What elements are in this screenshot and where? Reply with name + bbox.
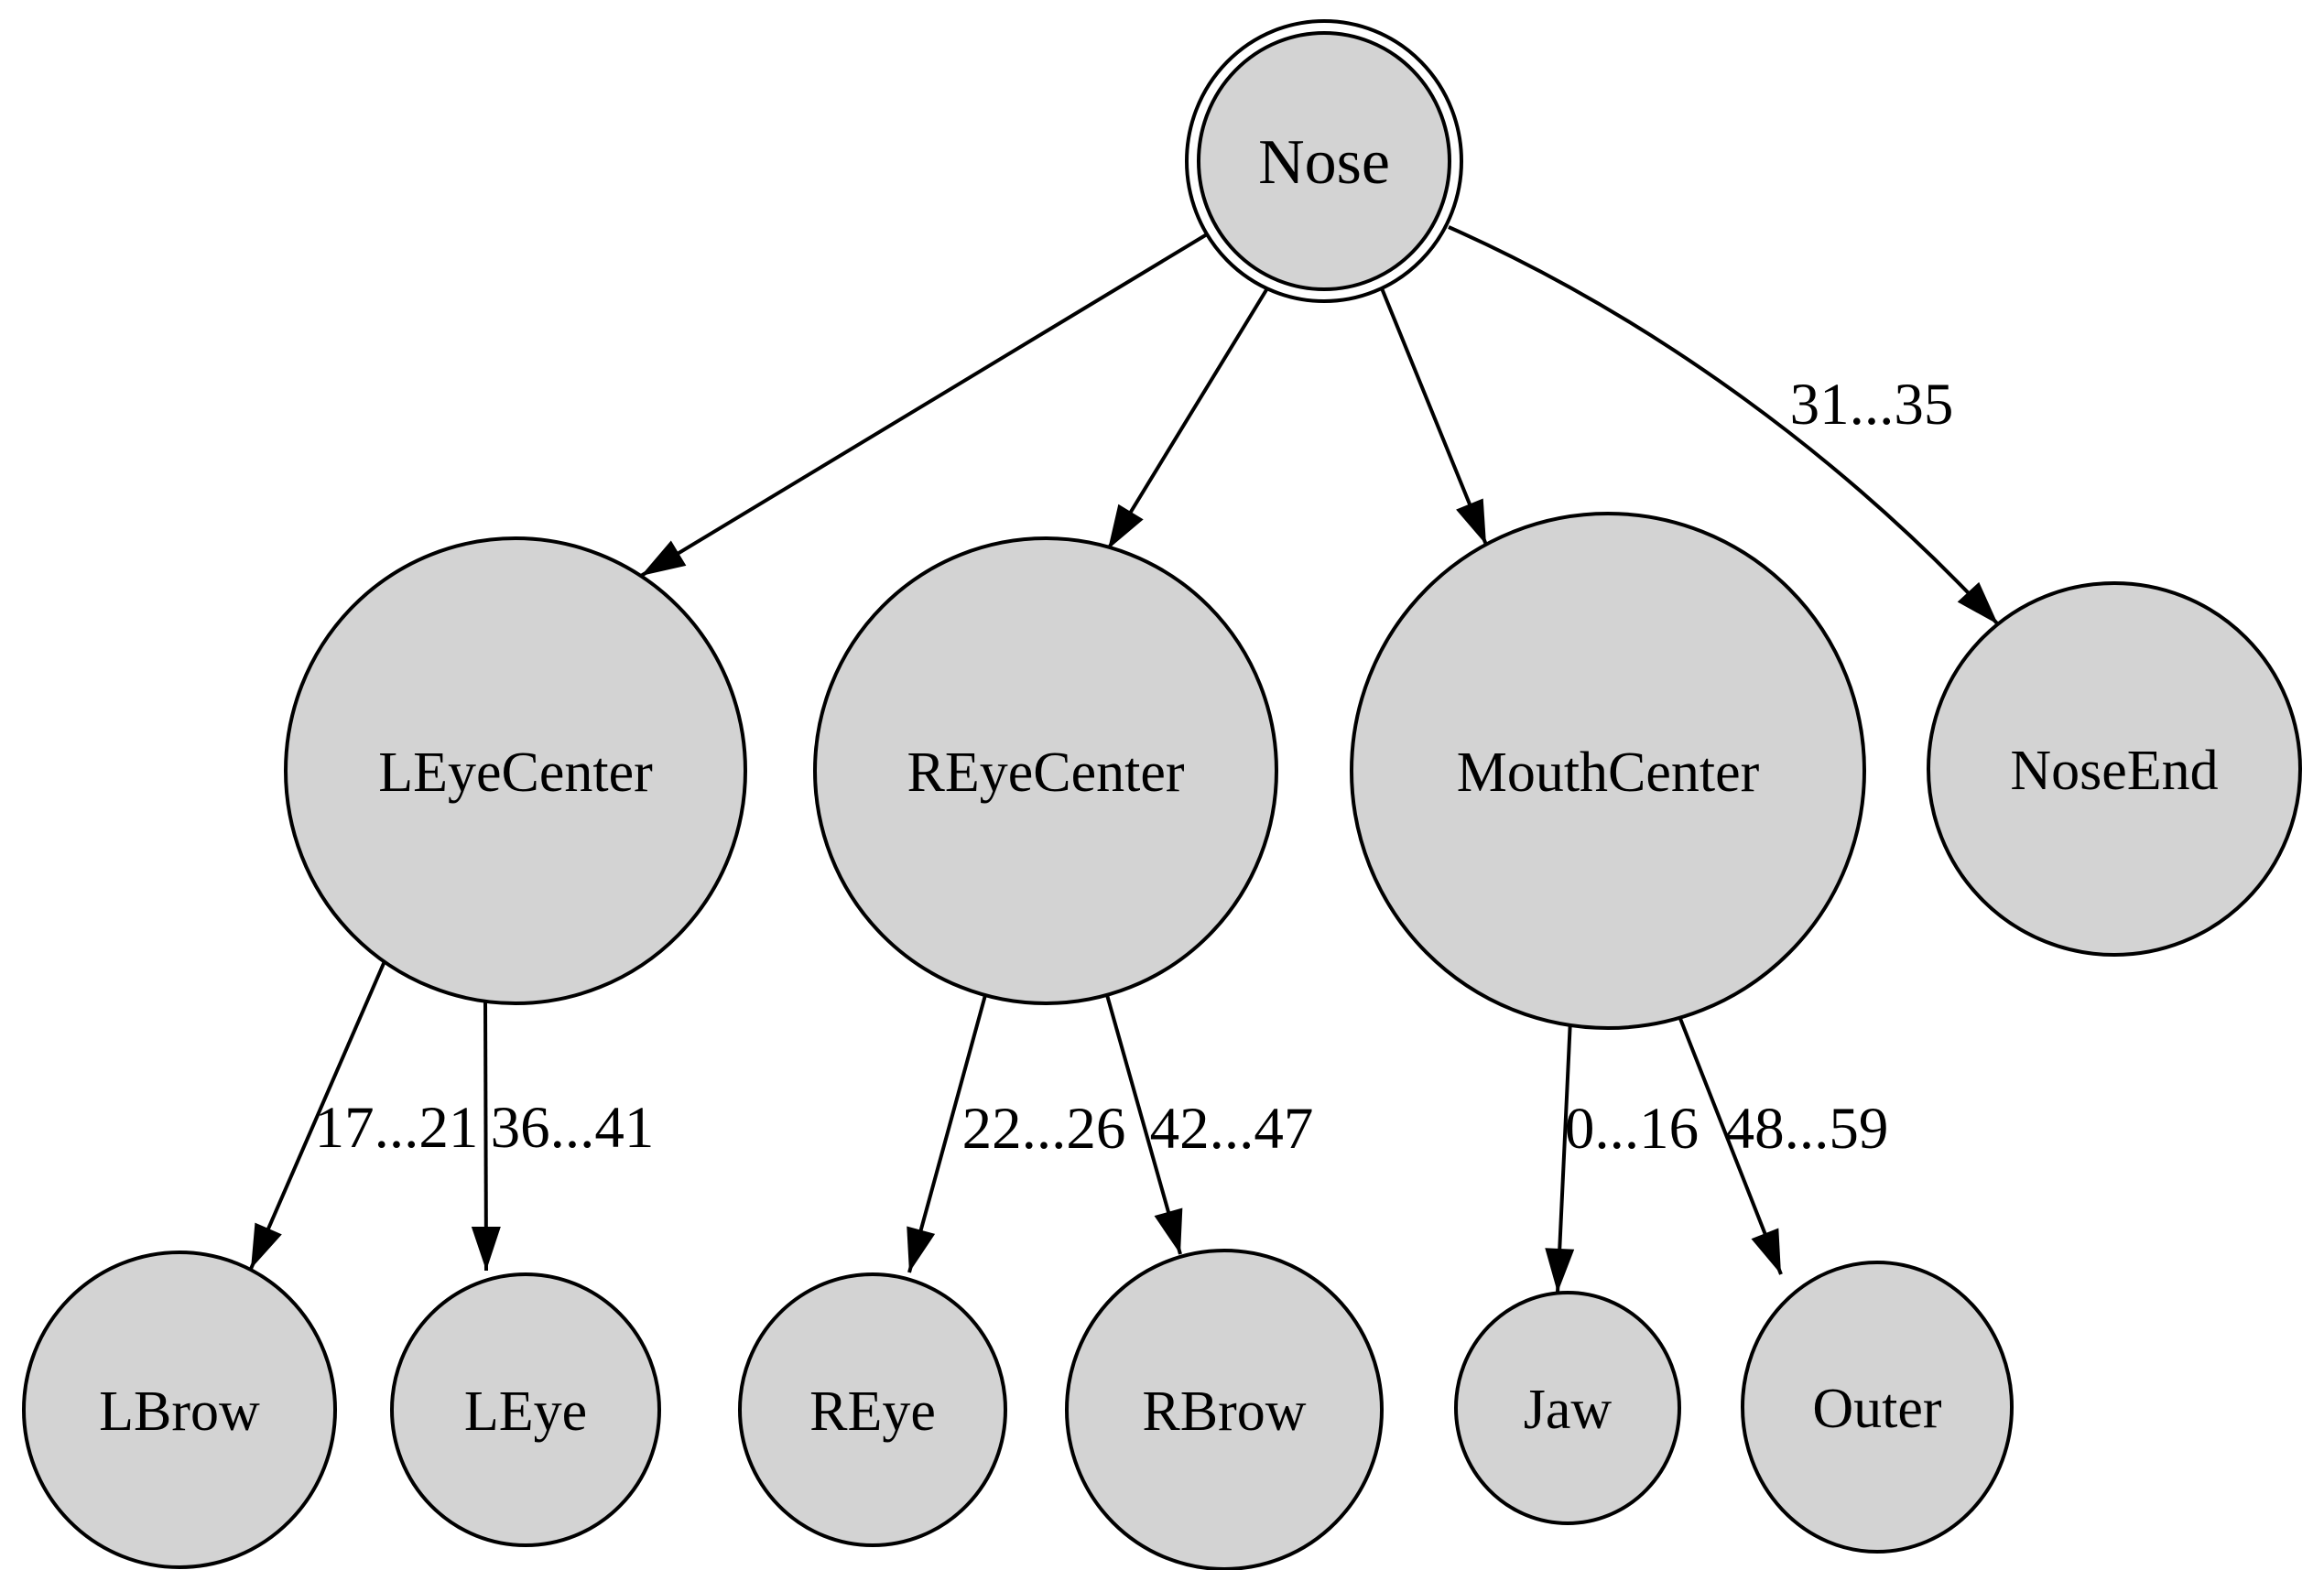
node-reyecenter-label: REyeCenter bbox=[907, 742, 1184, 804]
node-reyecenter-circle bbox=[813, 536, 1278, 1005]
node-rbrow: RBrow bbox=[1065, 1249, 1384, 1570]
edge-label-leyecenter-lbrow: 17...21 bbox=[315, 1095, 479, 1161]
edge-reyecenter-rbrow bbox=[1105, 994, 1183, 1255]
node-leyecenter-label: LEyeCenter bbox=[378, 742, 653, 804]
node-reye-label: REye bbox=[809, 1381, 936, 1443]
node-rbrow-label: RBrow bbox=[1142, 1381, 1306, 1443]
nodes-layer: Nose LEyeCenter REyeCenter MouthCenter N… bbox=[22, 19, 2302, 1570]
node-reye: REye bbox=[738, 1272, 1007, 1547]
node-reyecenter: REyeCenter bbox=[813, 536, 1278, 1005]
node-leye-circle bbox=[390, 1272, 661, 1547]
edge-mouthcenter-outer bbox=[1674, 1006, 1783, 1275]
edge-label-reyecenter-reye: 22...26 bbox=[962, 1096, 1126, 1162]
node-mouthcenter-circle bbox=[1350, 512, 1866, 1030]
edges-layer bbox=[249, 225, 2000, 1294]
node-mouthcenter: MouthCenter bbox=[1350, 512, 1866, 1030]
node-leyecenter: LEyeCenter bbox=[284, 536, 747, 1005]
edge-label-nose-noseend: 31...35 bbox=[1790, 372, 1954, 438]
edge-label-reyecenter-rbrow: 42...47 bbox=[1150, 1096, 1314, 1162]
node-jaw-label: Jaw bbox=[1524, 1379, 1613, 1441]
node-noseend-label: NoseEnd bbox=[2010, 740, 2218, 802]
edge-nose-reyecenter bbox=[1106, 287, 1269, 551]
node-nose-label: Nose bbox=[1258, 127, 1390, 198]
node-lbrow: LBrow bbox=[22, 1251, 337, 1569]
node-noseend: NoseEnd bbox=[1927, 581, 2302, 957]
node-nose: Nose bbox=[1185, 19, 1463, 303]
node-leye-label: LEye bbox=[464, 1381, 587, 1443]
edge-label-mouthcenter-jaw: 0...16 bbox=[1565, 1096, 1699, 1162]
edge-label-leyecenter-leye: 36...41 bbox=[491, 1095, 655, 1161]
edge-nose-noseend bbox=[1448, 225, 2000, 626]
node-mouthcenter-label: MouthCenter bbox=[1457, 742, 1760, 804]
node-outer-circle bbox=[1741, 1261, 2014, 1554]
node-leye: LEye bbox=[390, 1272, 661, 1547]
node-jaw-circle bbox=[1454, 1291, 1681, 1525]
node-noseend-circle bbox=[1927, 581, 2302, 957]
edge-nose-mouthcenter bbox=[1380, 287, 1488, 546]
edge-labels-layer: 31...35 17...21 36...41 22...26 42...47 … bbox=[315, 372, 1954, 1162]
node-reye-circle bbox=[738, 1272, 1007, 1547]
edge-mouthcenter-jaw bbox=[1545, 1018, 1575, 1294]
node-nose-circle bbox=[1197, 31, 1451, 291]
edge-reyecenter-reye bbox=[907, 994, 987, 1273]
node-jaw: Jaw bbox=[1454, 1291, 1681, 1525]
edge-nose-leyecenter bbox=[639, 233, 1209, 578]
node-lbrow-label: LBrow bbox=[99, 1381, 260, 1443]
node-outer-label: Outer bbox=[1812, 1378, 1942, 1440]
edge-leyecenter-lbrow bbox=[249, 960, 386, 1270]
node-lbrow-circle bbox=[22, 1251, 337, 1569]
node-outer: Outer bbox=[1741, 1261, 2014, 1554]
node-rbrow-circle bbox=[1065, 1249, 1384, 1570]
node-leyecenter-circle bbox=[284, 536, 747, 1005]
edge-leyecenter-leye bbox=[471, 1002, 501, 1272]
edge-label-mouthcenter-outer: 48...59 bbox=[1725, 1096, 1889, 1162]
